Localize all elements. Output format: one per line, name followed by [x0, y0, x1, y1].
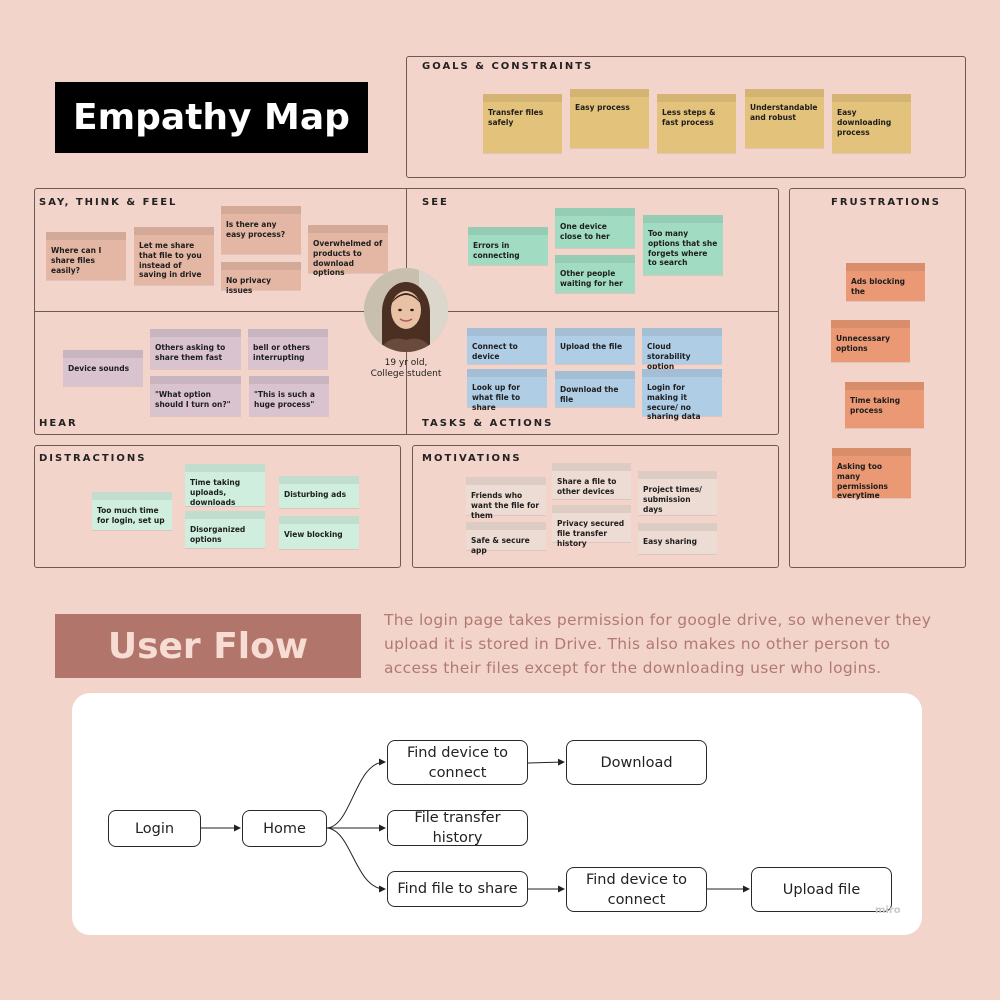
- goal-note[interactable]: Easy downloading process: [832, 94, 911, 153]
- hear-label: HEAR: [39, 418, 78, 429]
- motivations-label: MOTIVATIONS: [422, 453, 522, 464]
- motivation-note[interactable]: Privacy secured file transfer history: [552, 505, 631, 548]
- motivation-note[interactable]: Easy sharing: [638, 523, 717, 554]
- persona-photo-icon: [364, 268, 448, 352]
- motivations-panel: [412, 445, 779, 568]
- motivation-note[interactable]: Share a file to other devices: [552, 463, 631, 499]
- goals-label: GOALS & CONSTRAINTS: [422, 61, 594, 72]
- say-note[interactable]: Is there any easy process?: [221, 206, 301, 254]
- frustration-note[interactable]: Unnecessary options: [831, 320, 910, 362]
- see-note[interactable]: Errors in connecting: [468, 227, 548, 265]
- motivation-note[interactable]: Friends who want the file for them: [466, 477, 546, 520]
- goal-note[interactable]: Transfer files safely: [483, 94, 562, 153]
- task-note[interactable]: Connect to device: [467, 328, 547, 364]
- goal-note[interactable]: Easy process: [570, 89, 649, 148]
- see-label: SEE: [422, 197, 449, 208]
- persona-caption: 19 yr old, College student: [370, 358, 442, 380]
- flow-home-node[interactable]: Home: [242, 810, 327, 847]
- arrow-find-device-download: [527, 758, 565, 766]
- distraction-note[interactable]: Disturbing ads: [279, 476, 359, 508]
- goal-note[interactable]: Understandable and robust: [745, 89, 824, 148]
- hear-note[interactable]: "This is such a huge process": [249, 376, 329, 416]
- say-note[interactable]: Let me share that file to you instead of…: [134, 227, 214, 285]
- flow-find-device-node[interactable]: Find device to connect: [387, 740, 528, 785]
- flow-find-device-2-node[interactable]: Find device to connect: [566, 867, 707, 912]
- say-note[interactable]: No privacy issues: [221, 262, 301, 295]
- user-flow-title: User Flow: [55, 614, 361, 678]
- say-think-feel-label: SAY, THINK & FEEL: [39, 197, 178, 208]
- flow-upload-node[interactable]: Upload file: [751, 867, 892, 912]
- distraction-note[interactable]: Too much time for login, set up: [92, 492, 172, 530]
- task-note[interactable]: Download the file: [555, 371, 635, 407]
- distraction-note[interactable]: Time taking uploads, downloads: [185, 464, 265, 507]
- persona-avatar: [364, 268, 448, 352]
- hear-note[interactable]: Device sounds: [63, 350, 143, 386]
- distraction-note[interactable]: Disorganized options: [185, 511, 265, 548]
- task-note[interactable]: Upload the file: [555, 328, 635, 364]
- task-note[interactable]: Look up for what file to share: [467, 369, 547, 412]
- distractions-label: DISTRACTIONS: [39, 453, 147, 464]
- task-note[interactable]: Login for making it secure/ no sharing d…: [642, 369, 722, 421]
- goal-note[interactable]: Less steps & fast process: [657, 94, 736, 153]
- frustration-note[interactable]: Time taking process: [845, 382, 924, 428]
- say-note[interactable]: Overwhelmed of products to download opti…: [308, 225, 388, 277]
- flow-download-node[interactable]: Download: [566, 740, 707, 785]
- motivation-note[interactable]: Safe & secure app: [466, 522, 546, 555]
- motivation-note[interactable]: Project times/ submission days: [638, 471, 717, 515]
- task-note[interactable]: Cloud storability option: [642, 328, 722, 371]
- hear-note[interactable]: bell or others interrupting: [248, 329, 328, 369]
- frustrations-label: FRUSTRATIONS: [831, 197, 941, 208]
- tasks-actions-label: TASKS & ACTIONS: [422, 418, 554, 429]
- hear-note[interactable]: Others asking to share them fast: [150, 329, 241, 369]
- see-note[interactable]: Other people waiting for her: [555, 255, 635, 293]
- see-note[interactable]: Too many options that she forgets where …: [643, 215, 723, 275]
- distractions-panel: [34, 445, 401, 568]
- frustration-note[interactable]: Asking too many permissions everytime: [832, 448, 911, 500]
- goals-panel: [406, 56, 966, 178]
- arrow-home-find-file: [326, 827, 386, 893]
- empathy-map-title: Empathy Map: [55, 82, 368, 153]
- user-flow-description: The login page takes permission for goog…: [384, 611, 932, 677]
- say-note[interactable]: Where can I share files easily?: [46, 232, 126, 280]
- frustrations-panel: [789, 188, 966, 568]
- flow-find-file-node[interactable]: Find file to share: [387, 871, 528, 907]
- frustration-note[interactable]: Ads blocking the: [846, 263, 925, 301]
- flow-login-node[interactable]: Login: [108, 810, 201, 847]
- see-note[interactable]: One device close to her: [555, 208, 635, 248]
- distraction-note[interactable]: View blocking: [279, 516, 359, 549]
- miro-watermark: miro: [875, 905, 901, 916]
- hear-note[interactable]: "What option should I turn on?": [150, 376, 241, 416]
- arrow-home-find-device: [326, 758, 386, 829]
- flow-history-node[interactable]: File transfer history: [387, 810, 528, 846]
